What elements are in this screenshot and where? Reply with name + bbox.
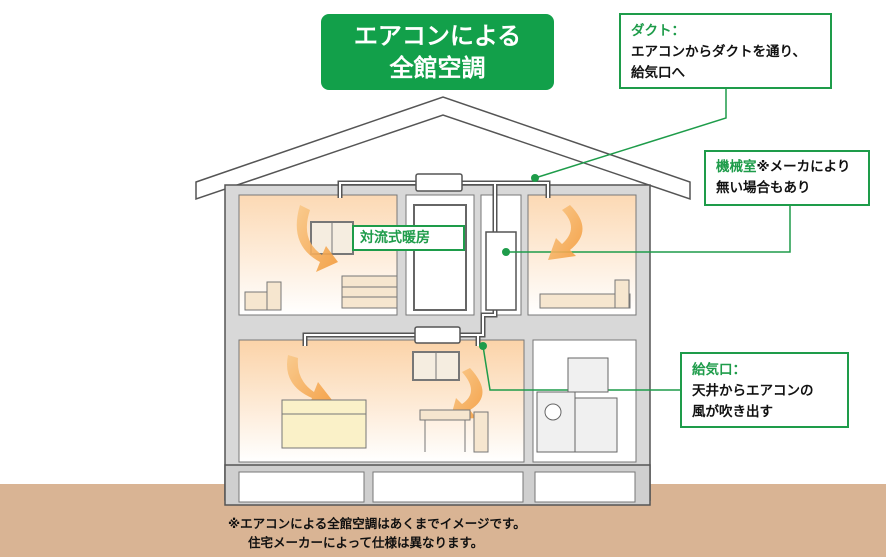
ac-unit-lower xyxy=(414,326,461,344)
dining-table xyxy=(419,409,489,453)
supply-vent-line2: 風が吹き出す xyxy=(692,404,773,420)
machine-room-heading: 機械室 xyxy=(716,159,757,175)
footnote: ※エアコンによる全館空調はあくまでイメージです。 住宅メーカーによって仕様は異な… xyxy=(228,514,526,552)
ac-unit-upper xyxy=(415,173,463,192)
footnote-line1: ※エアコンによる全館空調はあくまでイメージです。 xyxy=(228,516,526,531)
machine-room-note: ※メーカにより xyxy=(756,159,851,175)
duct-callout: ダクト： エアコンからダクトを通り、 給気口へ xyxy=(619,13,832,89)
machine-room-callout: 機械室※メーカにより 無い場合もあり xyxy=(704,150,870,206)
duct-line2: 給気口へ xyxy=(631,65,685,81)
duct-line1: エアコンからダクトを通り、 xyxy=(631,44,806,60)
roof xyxy=(195,96,691,201)
kitchen-appliances xyxy=(536,357,618,453)
duct-heading: ダクト： xyxy=(631,23,685,39)
convection-text: 対流式暖房 xyxy=(360,230,430,246)
sofa xyxy=(281,399,367,449)
furniture-upper-left xyxy=(244,275,398,311)
warm-air-arrows xyxy=(287,205,583,420)
title-line1: エアコンによる xyxy=(353,22,522,50)
supply-vent-callout: 給気口： 天井からエアコンの 風が吹き出す xyxy=(680,352,849,428)
air-handler xyxy=(485,231,517,311)
bed xyxy=(539,279,631,309)
callout-leaders xyxy=(482,89,791,391)
machine-room-line2: 無い場合もあり xyxy=(716,180,811,196)
title-box: エアコンによる 全館空調 xyxy=(321,14,554,90)
convection-label: 対流式暖房 xyxy=(352,225,465,251)
supply-vent-heading: 給気口： xyxy=(692,362,746,378)
title-line2: 全館空調 xyxy=(389,54,486,82)
footnote-line2: 住宅メーカーによって仕様は異なります。 xyxy=(248,535,484,550)
supply-vent-line1: 天井からエアコンの xyxy=(692,383,814,399)
